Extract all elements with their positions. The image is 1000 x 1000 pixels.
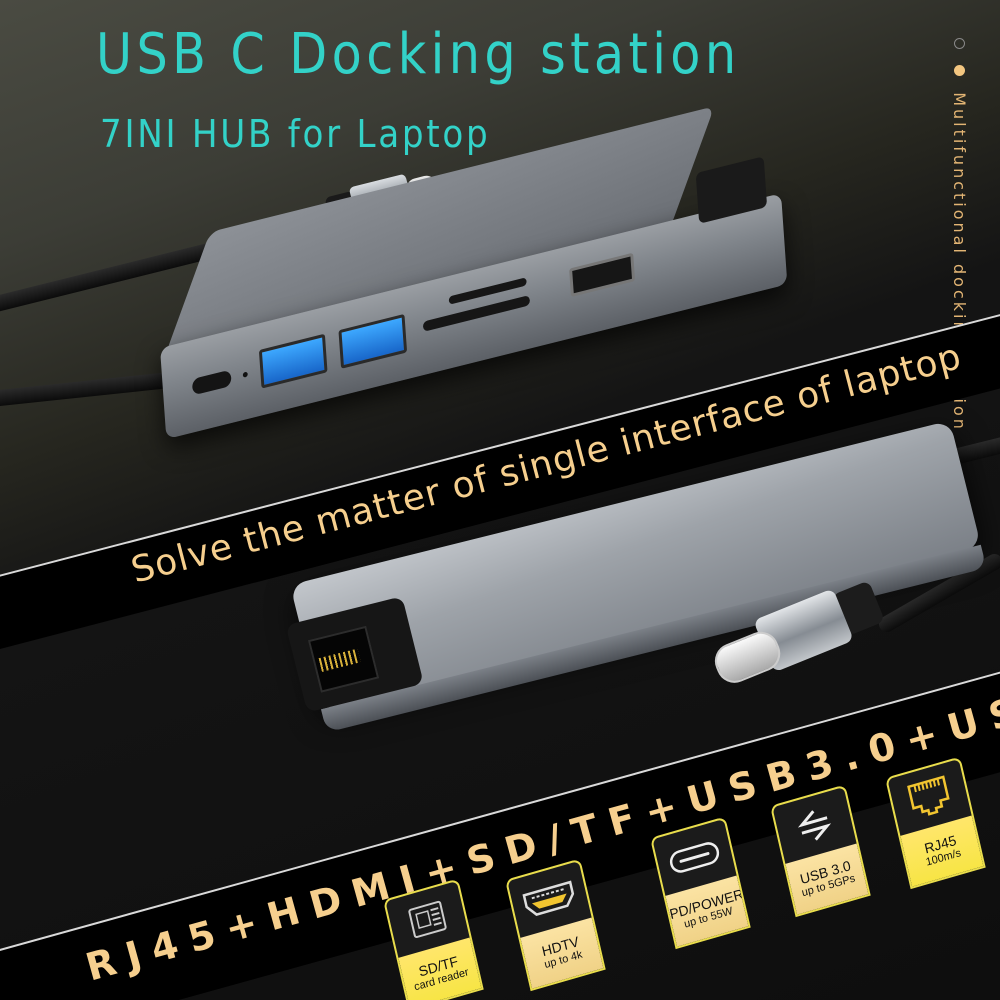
sd-card-icon — [408, 900, 447, 939]
usb3-port-icon — [258, 333, 328, 389]
led-indicator-icon — [242, 371, 248, 378]
hdmi-port-icon — [522, 880, 575, 916]
data-transfer-icon — [797, 810, 832, 841]
indicator-dot-inactive-icon — [953, 38, 965, 49]
sd-slot-icon — [422, 295, 531, 332]
usb-c-port-icon — [669, 842, 720, 873]
headline-subtitle: 7INI HUB for Laptop — [100, 112, 491, 156]
badge-usb3: USB 3.0 up to 5GPs — [770, 784, 871, 918]
usb3-port-icon — [338, 313, 408, 369]
badge-pd-power: PD/POWER up to 55W — [650, 816, 751, 950]
indicator-dot-active-icon — [953, 65, 965, 77]
badge-sd-tf: SD/TF card reader — [383, 878, 484, 1000]
headline-title: USB C Docking station — [96, 22, 741, 87]
ethernet-port-icon — [907, 775, 950, 816]
hdmi-port-icon — [569, 252, 636, 298]
badge-rj45: RJ45 100m/s — [885, 756, 986, 890]
usb-c-port-icon — [191, 369, 232, 396]
badge-hdtv: HDTV up to 4k — [505, 858, 606, 992]
